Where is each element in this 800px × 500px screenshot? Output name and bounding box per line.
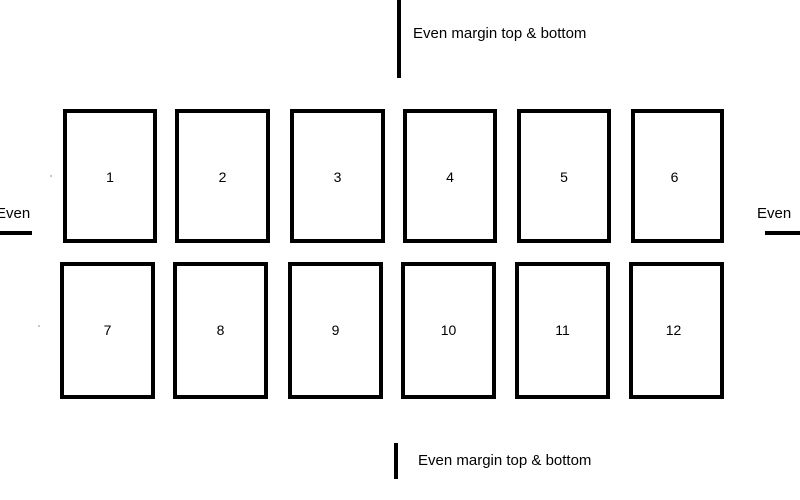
grid-cell-label: 8 <box>216 322 225 338</box>
grid-cell[interactable]: 10 <box>401 262 496 399</box>
grid-cell[interactable]: 4 <box>403 109 497 243</box>
margin-marker-left <box>0 231 32 235</box>
grid-cell[interactable]: 9 <box>288 262 383 399</box>
grid-cell-label: 3 <box>333 169 342 185</box>
grid-cell[interactable]: 8 <box>173 262 268 399</box>
grid-cell-label: 5 <box>560 169 568 185</box>
grid-cell-label: 6 <box>670 169 679 185</box>
registration-dot <box>38 325 40 327</box>
grid-cell[interactable]: 7 <box>60 262 155 399</box>
grid-cell-label: 11 <box>555 322 570 338</box>
grid-cell-label: 10 <box>440 322 457 338</box>
margin-marker-right <box>765 231 800 235</box>
margin-marker-bottom <box>394 443 398 479</box>
margin-label-top: Even margin top & bottom <box>413 25 587 42</box>
grid-cell[interactable]: 5 <box>517 109 611 243</box>
margin-label-bottom: Even margin top & bottom <box>418 452 592 469</box>
registration-dot <box>50 175 52 177</box>
grid-cell-label: 12 <box>665 322 682 338</box>
grid-cell[interactable]: 3 <box>290 109 385 243</box>
grid-cell[interactable]: 6 <box>631 109 724 243</box>
grid-cell-label: 1 <box>106 169 114 185</box>
grid-cell-label: 4 <box>446 169 454 185</box>
grid-cell[interactable]: 12 <box>629 262 724 399</box>
grid-cell-label: 7 <box>103 322 112 338</box>
grid-cell[interactable]: 11 <box>515 262 610 399</box>
margin-marker-top <box>397 0 401 78</box>
grid-cell[interactable]: 2 <box>175 109 270 243</box>
grid-cell-label: 2 <box>218 169 227 185</box>
grid-cell-label: 9 <box>331 322 340 338</box>
margin-label-right: Even <box>757 205 792 222</box>
grid-cell[interactable]: 1 <box>63 109 157 243</box>
margin-label-left: Even <box>0 205 31 222</box>
